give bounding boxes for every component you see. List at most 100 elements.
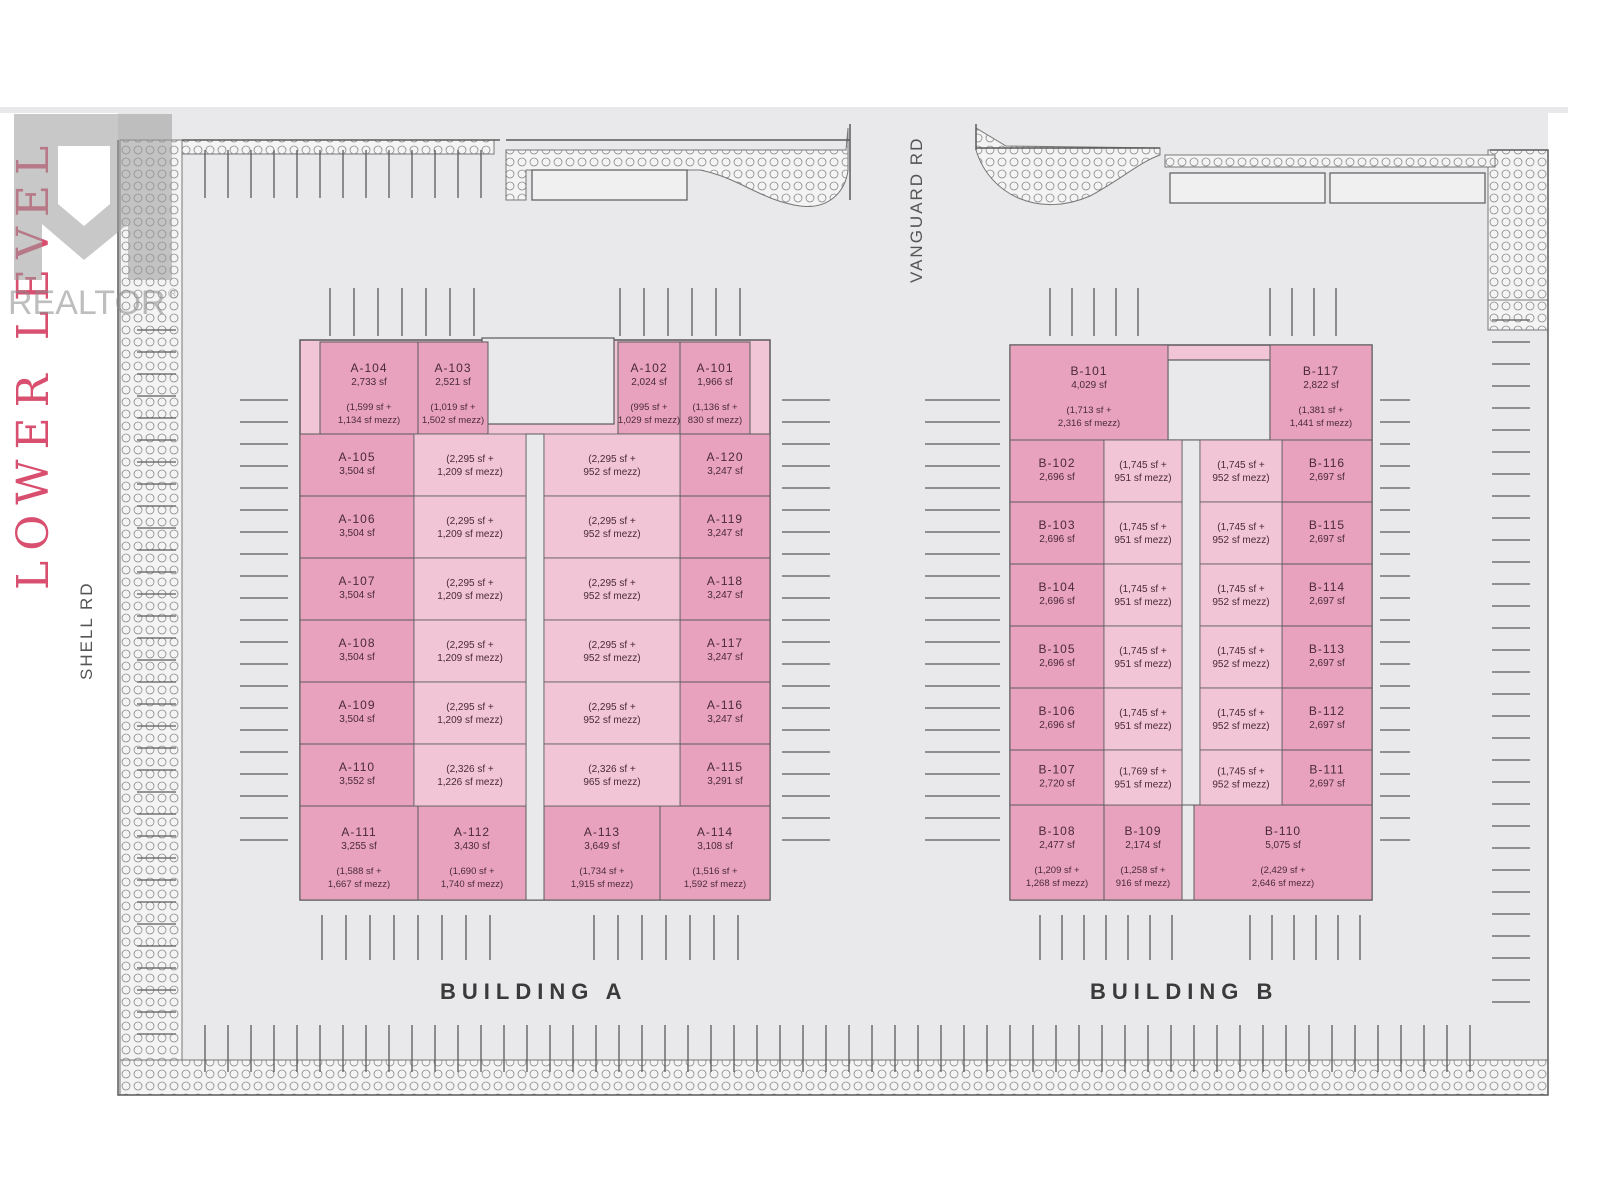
- unit-id: B-107: [1038, 763, 1075, 777]
- unit-cell: [679, 495, 771, 559]
- unit-cell: [1009, 749, 1105, 806]
- unit-cell: [417, 341, 489, 435]
- mezz-split: (2,295 sf +: [446, 578, 494, 589]
- mezz-cell: [413, 681, 527, 745]
- mezz-split: (2,295 sf +: [446, 516, 494, 527]
- unit-id: A-108: [338, 636, 375, 650]
- mezz-area: 952 sf mezz): [1212, 721, 1269, 732]
- mezz-split: (1,769 sf +: [1119, 767, 1167, 778]
- mezzanine-cells: (2,295 sf + 1,209 sf mezz) (2,295 sf + 1,20…: [413, 433, 1283, 807]
- unit-area: 3,649 sf: [584, 841, 620, 852]
- unit-id: A-101: [696, 361, 733, 375]
- unit-id: B-116: [1309, 456, 1345, 470]
- mezz-cell: [1199, 439, 1283, 503]
- unit-area: 2,733 sf: [351, 377, 387, 388]
- mezz-split: (1,745 sf +: [1119, 646, 1167, 657]
- unit-id: A-102: [630, 361, 667, 375]
- mezz-area: 951 sf mezz): [1114, 659, 1171, 670]
- mezz-split: (1,745 sf +: [1217, 767, 1265, 778]
- unit-mezz-split: (1,516 sf +: [692, 866, 738, 877]
- mezz-cell: [413, 433, 527, 497]
- vanguard-road-label: VANGUARD RD: [907, 137, 926, 283]
- unit-area: 3,291 sf: [707, 776, 743, 787]
- mezz-area: 952 sf mezz): [583, 715, 640, 726]
- unit-id: A-119: [707, 512, 743, 526]
- unit-cell: [1009, 687, 1105, 751]
- mezz-area: 1,209 sf mezz): [437, 529, 503, 540]
- unit-id: A-110: [339, 760, 375, 774]
- unit-mezz-area: 916 sf mezz): [1116, 878, 1170, 889]
- unit-area: 2,697 sf: [1309, 472, 1345, 483]
- unit-area: 2,521 sf: [435, 377, 471, 388]
- unit-cell: [299, 495, 415, 559]
- unit-mezz-split: (1,209 sf +: [1034, 865, 1080, 876]
- unit-cell: [1009, 625, 1105, 689]
- mezz-block: (1,745 sf +951 sf mezz): [1103, 687, 1183, 751]
- unit-a-110: A-110 3,552 sf: [299, 743, 415, 807]
- unit-mezz-split: (995 sf +: [630, 402, 668, 413]
- unit-cell: [617, 341, 681, 435]
- mezz-area: 951 sf mezz): [1114, 780, 1171, 791]
- unit-area: 3,504 sf: [339, 652, 375, 663]
- mezz-split: (1,745 sf +: [1119, 522, 1167, 533]
- unit-cell: [1281, 749, 1373, 806]
- mezz-area: 952 sf mezz): [583, 529, 640, 540]
- unit-area: 3,552 sf: [339, 776, 375, 787]
- unit-id: B-109: [1124, 824, 1161, 838]
- unit-a-108: A-108 3,504 sf: [299, 619, 415, 683]
- unit-area: 3,504 sf: [339, 590, 375, 601]
- unit-area: 3,504 sf: [339, 466, 375, 477]
- building-b-label: BUILDING B: [1090, 979, 1278, 1004]
- unit-mezz-area: 2,316 sf mezz): [1058, 418, 1120, 429]
- unit-id: A-106: [338, 512, 375, 526]
- mezz-cell: [1103, 501, 1183, 565]
- mezz-cell: [413, 495, 527, 559]
- unit-cell: [1193, 804, 1373, 901]
- mezz-cell: [1103, 439, 1183, 503]
- unit-area: 3,108 sf: [697, 841, 733, 852]
- unit-area: 2,696 sf: [1039, 534, 1075, 545]
- mezz-split: (1,745 sf +: [1217, 584, 1265, 595]
- mezz-block: (2,326 sf +965 sf mezz): [543, 743, 681, 807]
- mezz-block: (2,295 sf +952 sf mezz): [543, 495, 681, 559]
- mezz-block: (1,745 sf +952 sf mezz): [1199, 625, 1283, 689]
- mezz-block: (2,295 sf +952 sf mezz): [543, 557, 681, 621]
- mezz-area: 951 sf mezz): [1114, 721, 1171, 732]
- mezz-split: (2,295 sf +: [446, 702, 494, 713]
- unit-cell: [299, 433, 415, 497]
- unit-area: 3,247 sf: [707, 466, 743, 477]
- mezz-cell: [1199, 749, 1283, 806]
- mezz-split: (1,745 sf +: [1217, 708, 1265, 719]
- mezz-cell: [543, 743, 681, 807]
- mezz-area: 952 sf mezz): [1212, 780, 1269, 791]
- mezz-split: (1,745 sf +: [1217, 646, 1265, 657]
- unit-b-116: B-116 2,697 sf: [1281, 439, 1373, 503]
- unit-id: A-114: [697, 825, 733, 839]
- unit-mezz-split: (2,429 sf +: [1260, 865, 1306, 876]
- unit-cell: [679, 619, 771, 683]
- top-planters: [531, 169, 1486, 204]
- unit-id: A-117: [707, 636, 743, 650]
- mezz-area: 952 sf mezz): [1212, 597, 1269, 608]
- unit-cell: [299, 681, 415, 745]
- mezz-cell: [543, 433, 681, 497]
- unit-mezz-area: 1,740 sf mezz): [441, 879, 503, 890]
- mezz-area: 1,209 sf mezz): [437, 653, 503, 664]
- mezz-area: 952 sf mezz): [583, 467, 640, 478]
